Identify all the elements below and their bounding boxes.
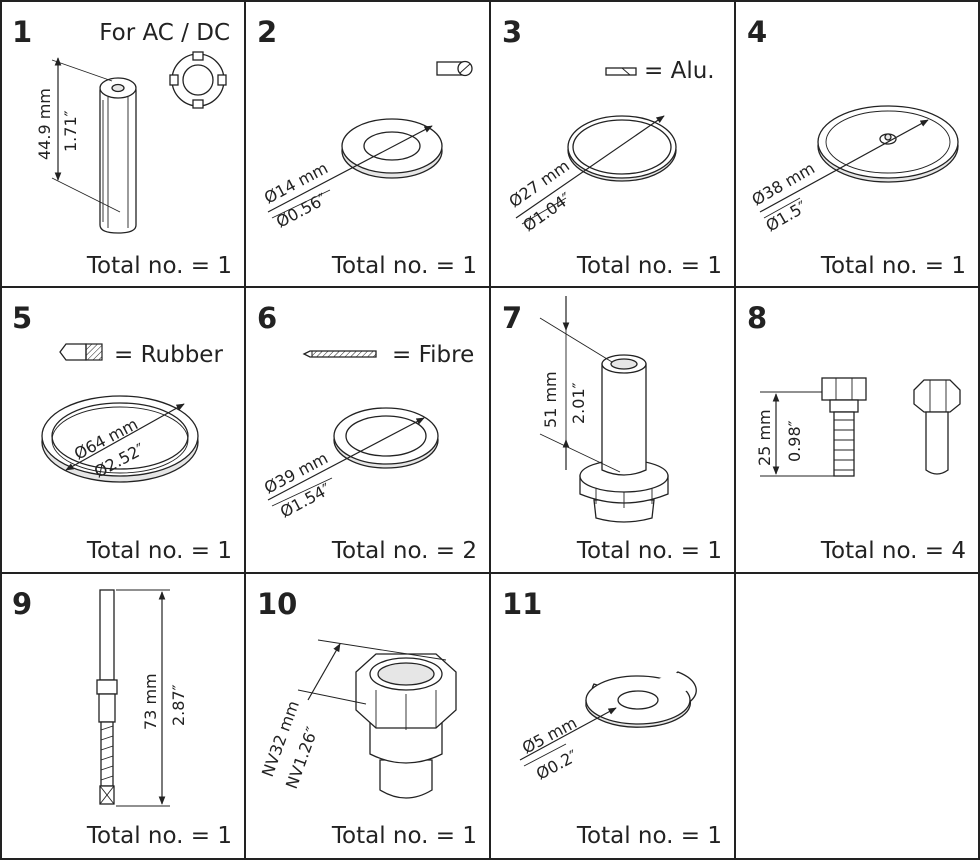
- part-cell-10: 10 NV32 mm NV1.26″ Total no. = 1: [257, 587, 477, 849]
- fibre-washer-drawing: [333, 407, 439, 469]
- part-number: 5: [12, 301, 32, 335]
- armature-end-view: [169, 51, 227, 109]
- part-cell-11: 11 Ø5 mm Ø0.2″ Total no. = 1: [502, 587, 722, 849]
- dimension-label: 44.9 mm: [35, 88, 54, 160]
- diaphragm-drawing: [817, 105, 959, 183]
- part-number: 9: [12, 587, 32, 621]
- part-note: For AC / DC: [99, 20, 230, 46]
- total-count: Total no. = 1: [86, 538, 232, 564]
- screw-side-view: [821, 377, 867, 477]
- part-cell-7: 7 51 mm 2.01″ Total no. = 1: [502, 296, 722, 564]
- split-washer-drawing: [585, 671, 697, 728]
- dimension-label: 73 mm: [141, 673, 160, 730]
- hex-nut-fitting-drawing: [355, 653, 457, 799]
- aluminium-section-icon: [605, 67, 637, 76]
- part-number: 4: [747, 15, 767, 49]
- total-count: Total no. = 1: [331, 253, 477, 279]
- dimension-label: 0.98″: [785, 420, 804, 462]
- dimension-label: 2.01″: [569, 382, 588, 424]
- alu-gasket-drawing: [567, 115, 677, 182]
- section-symbol-icon: [436, 60, 473, 77]
- dimension-label: Ø1.5″: [763, 197, 811, 235]
- part-number: 2: [257, 15, 277, 49]
- push-rod-drawing: [96, 589, 118, 805]
- part-cell-5: 5 = Rubber Ø64 mm Ø2.52″ Total no. = 1: [12, 301, 232, 564]
- armature-tube-assembly-drawing: [579, 354, 669, 523]
- armature-tube-drawing: [99, 77, 137, 234]
- part-cell-8: 8 25 mm 0.98″ Total no. = 4: [747, 301, 966, 564]
- dimension-label: Ø38 mm: [749, 158, 818, 209]
- part-cell-3: 3 = Alu. Ø27 mm Ø1.04″ Total no. = 1: [502, 15, 722, 279]
- part-cell-1: 1 For AC / DC 44.9 mm 1.71″ Total no. = …: [12, 15, 232, 279]
- total-count: Total no. = 1: [86, 253, 232, 279]
- rubber-section-icon: [59, 343, 103, 361]
- total-count: Total no. = 4: [820, 538, 966, 564]
- total-count: Total no. = 1: [576, 823, 722, 849]
- dimension-label: 51 mm: [541, 371, 560, 428]
- part-number: 6: [257, 301, 277, 335]
- total-count: Total no. = 1: [820, 253, 966, 279]
- part-number: 10: [257, 587, 297, 621]
- dimension-label: 25 mm: [755, 409, 774, 466]
- total-count: Total no. = 2: [331, 538, 477, 564]
- total-count: Total no. = 1: [331, 823, 477, 849]
- part-cell-6: 6 = Fibre Ø39 mm Ø1.54″ Total no. = 2: [257, 301, 477, 564]
- part-number: 11: [502, 587, 542, 621]
- washer-drawing: [341, 118, 443, 179]
- part-cell-2: 2 Ø14 mm Ø0.56″ Total no. = 1: [257, 15, 477, 279]
- part-cell-4: 4 Ø38 mm Ø1.5″ Total no. = 1: [747, 15, 966, 279]
- part-number: 3: [502, 15, 522, 49]
- part-number: 7: [502, 301, 522, 335]
- total-count: Total no. = 1: [576, 253, 722, 279]
- dimension-label: 1.71″: [61, 110, 80, 152]
- material-note: = Fibre: [392, 342, 474, 368]
- fibre-section-icon: [302, 350, 377, 358]
- total-count: Total no. = 1: [86, 823, 232, 849]
- part-cell-9: 9 73 mm 2.87″ Total no. = 1: [12, 587, 232, 849]
- part-number: 8: [747, 301, 767, 335]
- total-count: Total no. = 1: [576, 538, 722, 564]
- screw-perspective-view: [913, 379, 961, 475]
- dimension-label: Ø0.2″: [533, 746, 581, 783]
- material-note: = Rubber: [114, 342, 223, 368]
- material-note: = Alu.: [644, 58, 715, 84]
- dimension-label: 2.87″: [169, 684, 188, 726]
- part-number: 1: [12, 15, 32, 49]
